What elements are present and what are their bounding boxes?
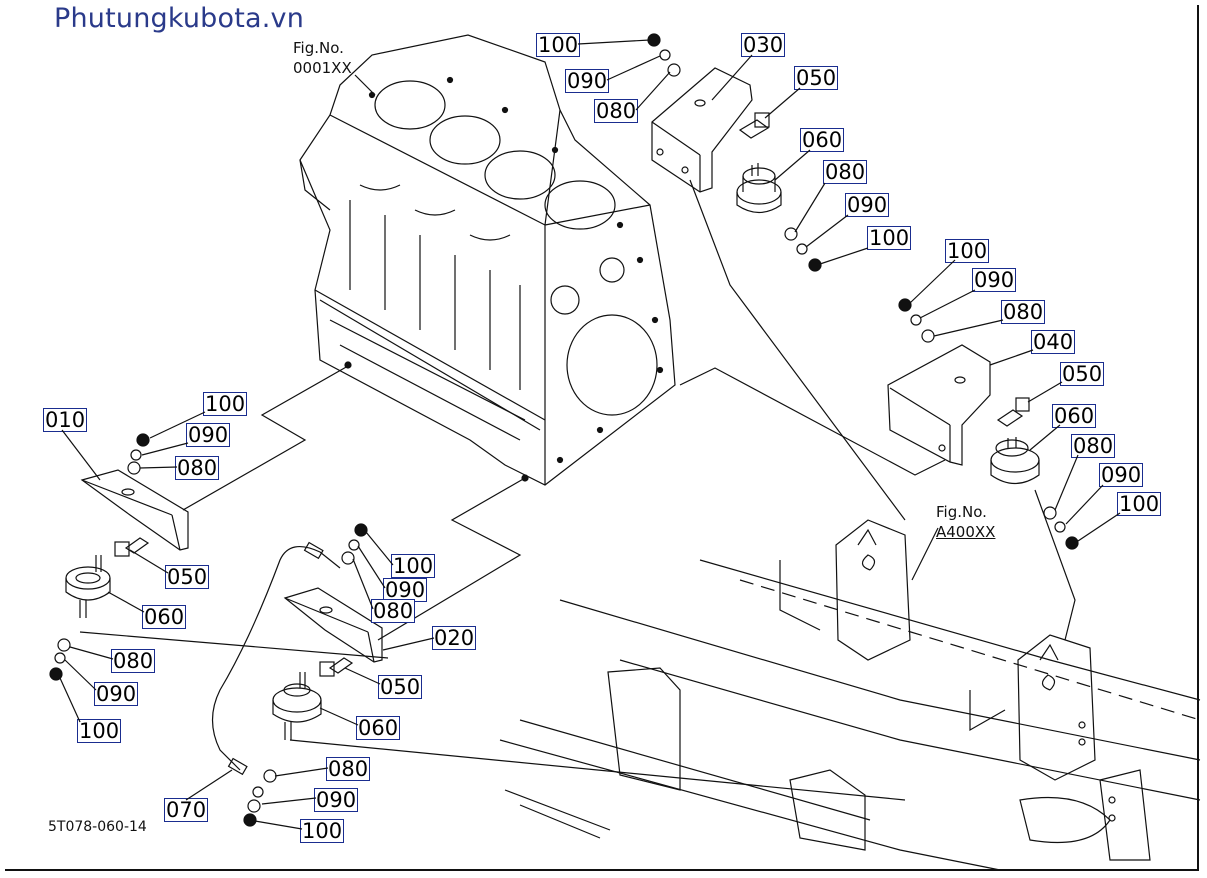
bolt-050-c <box>996 397 1030 427</box>
engine-block-drawing <box>299 34 676 486</box>
figure-ref-frame[interactable]: Fig.No. A400XX <box>936 502 995 542</box>
part-label-080[interactable]: 080 <box>1001 300 1046 324</box>
part-label-070[interactable]: 070 <box>164 798 209 822</box>
rubber-mount-060-a <box>736 163 782 214</box>
part-label-050[interactable]: 050 <box>1060 362 1105 386</box>
part-label-100[interactable]: 100 <box>1117 492 1162 516</box>
part-label-080[interactable]: 080 <box>371 599 416 623</box>
part-label-080[interactable]: 080 <box>326 757 371 781</box>
part-label-100[interactable]: 100 <box>203 392 248 416</box>
part-label-080[interactable]: 080 <box>111 649 156 673</box>
bolt-050-a-front <box>114 537 150 557</box>
part-label-060[interactable]: 060 <box>1052 404 1097 428</box>
part-label-090[interactable]: 090 <box>565 69 610 93</box>
figure-ref-engine-line1: Fig.No. <box>293 39 344 57</box>
part-label-080[interactable]: 080 <box>594 99 639 123</box>
part-label-090[interactable]: 090 <box>186 423 231 447</box>
drawing-frame <box>5 5 1199 871</box>
part-label-020[interactable]: 020 <box>432 626 477 650</box>
part-label-090[interactable]: 090 <box>972 268 1017 292</box>
part-label-040[interactable]: 040 <box>1031 330 1076 354</box>
part-label-090[interactable]: 090 <box>1099 463 1144 487</box>
frame-drawing <box>499 519 1201 871</box>
figure-ref-engine[interactable]: Fig.No. 0001XX <box>293 38 352 78</box>
bracket-020-drawing <box>283 587 383 663</box>
figure-ref-frame-line2: A400XX <box>936 523 996 541</box>
part-label-050[interactable]: 050 <box>794 66 839 90</box>
part-label-090[interactable]: 090 <box>845 193 890 217</box>
part-label-100[interactable]: 100 <box>536 33 581 57</box>
bracket-030-drawing <box>651 67 753 193</box>
part-label-060[interactable]: 060 <box>356 716 401 740</box>
part-label-100[interactable]: 100 <box>391 554 436 578</box>
bolt-050-a <box>738 112 770 139</box>
part-label-010[interactable]: 010 <box>43 408 88 432</box>
rubber-mount-060-c <box>990 437 1040 485</box>
part-label-050[interactable]: 050 <box>378 675 423 699</box>
rubber-mount-060-front-left <box>65 555 111 618</box>
part-label-060[interactable]: 060 <box>142 605 187 629</box>
bolt-050-b <box>319 657 354 677</box>
part-label-080[interactable]: 080 <box>1071 434 1116 458</box>
rubber-mount-060-b <box>272 672 322 740</box>
part-label-100[interactable]: 100 <box>77 719 122 743</box>
watermark-text: Phutungkubota.vn <box>54 3 305 34</box>
part-label-100[interactable]: 100 <box>867 226 912 250</box>
bracket-040-drawing <box>887 344 991 466</box>
hose-070-drawing <box>211 541 341 776</box>
part-label-090[interactable]: 090 <box>383 578 428 602</box>
part-label-050[interactable]: 050 <box>165 565 210 589</box>
part-label-100[interactable]: 100 <box>945 239 990 263</box>
figure-ref-frame-line1: Fig.No. <box>936 503 987 521</box>
bracket-010-drawing <box>80 469 189 551</box>
drawing-code: 5T078-060-14 <box>48 819 147 835</box>
part-label-090[interactable]: 090 <box>314 788 359 812</box>
part-label-060[interactable]: 060 <box>800 128 845 152</box>
part-label-100[interactable]: 100 <box>300 819 345 843</box>
figure-ref-engine-line2: 0001XX <box>293 59 352 77</box>
part-label-080[interactable]: 080 <box>175 456 220 480</box>
part-label-030[interactable]: 030 <box>741 33 786 57</box>
part-label-090[interactable]: 090 <box>94 682 139 706</box>
part-label-080[interactable]: 080 <box>823 160 868 184</box>
